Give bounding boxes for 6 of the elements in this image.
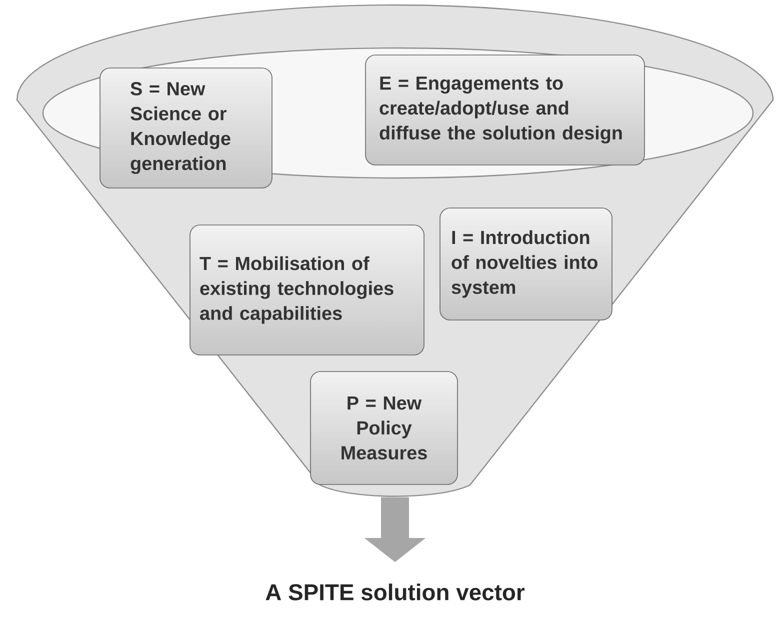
text-box: S = New Science or Knowledge generation (100, 68, 272, 188)
text-box: T = Mobilisation of existing technologies and capabilities (190, 224, 424, 356)
caption-text: A SPITE solution vector (266, 584, 525, 600)
text-box: E = Engagements to create/adopt/use and diffuse the solution design (365, 54, 645, 166)
text-box: P = New Policy Measures (310, 371, 458, 485)
text-box: I = Introduction of novelties into system (440, 208, 612, 320)
